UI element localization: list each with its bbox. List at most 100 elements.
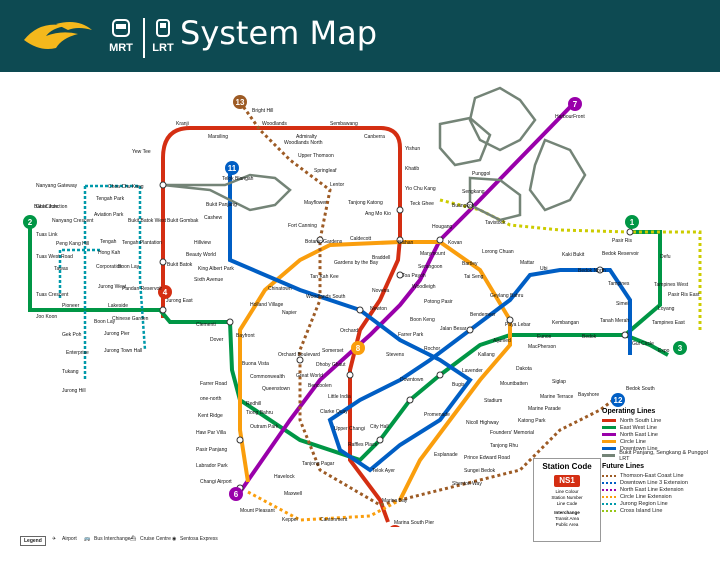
ns-line: [161, 126, 402, 523]
station-marinasouthpier: Marina South Pier: [394, 520, 434, 526]
station-rochor: Stevens: [386, 352, 405, 358]
legend-swatch: [602, 509, 616, 512]
legend-line-label: North South Line: [620, 417, 662, 424]
station-mountbatten: Dakota: [516, 366, 532, 372]
station-havelock: Great World: [296, 373, 323, 379]
station-tanahmerah: Tanah Merah: [600, 318, 629, 324]
station-bayshore: Siglap: [552, 379, 566, 385]
station-tengah: Aviation Park: [94, 212, 124, 218]
punggol-lrt-loop: [468, 86, 587, 212]
legend-swatch: [602, 481, 616, 484]
station-bendemeer: Jalan Besar: [440, 326, 467, 332]
airport-label: Airport: [62, 536, 77, 542]
station-jurongwest: Corporation: [96, 264, 122, 270]
station-aviation: Loyang: [658, 306, 675, 312]
station-tuascrescent: Gul Circle: [36, 204, 58, 210]
legend-future-3: Circle Line Extension: [602, 493, 714, 500]
station-pasirriseast: Defu: [660, 254, 671, 260]
lrt-label: LRT: [152, 42, 174, 54]
station-caldecott: Botanic Gardens: [305, 239, 343, 245]
station-cashew: Bukit Panjang: [206, 202, 237, 208]
station-sengkang: Punggol: [472, 171, 490, 177]
system-map: 2 1 3 4 5 6 8 11 12 13 7 Kranji Marsilin…: [23, 86, 702, 527]
station-maxwell: Havelock: [274, 474, 295, 480]
station-springleaf: Upper Thomson: [298, 153, 334, 159]
station-keppel: Mount Pleasant: [240, 508, 275, 514]
sentosa-label: Sentosa Express: [180, 536, 218, 542]
line-badge-4: 4: [163, 288, 168, 297]
station-expo: Gul Circle: [632, 341, 654, 347]
station-dakota: MacPherson: [528, 344, 556, 350]
code-interchange: Interchange: [554, 510, 580, 515]
bottom-legend: Legend ✈ Airport 🚌 Bus Interchange ⛴ Cru…: [0, 527, 720, 567]
station-gekpoh: Tawas: [54, 266, 69, 272]
station-bishan: Bishan: [398, 240, 414, 246]
station-bedoknorth: Kaki Bukit: [562, 252, 585, 258]
code-station-number: Station Number: [551, 495, 583, 500]
legend-swatch: [602, 495, 616, 498]
legend-future-4: Jurong Region Line: [602, 500, 714, 507]
station-rafflesplace: Raffles Place: [348, 442, 378, 448]
legend-line-5: Bukit Panjang, Sengkang & Punggol LRT: [602, 450, 714, 462]
station-farrerroad: Holland Village: [250, 302, 283, 308]
legend-future-title: Future Lines: [602, 463, 645, 470]
station-kovan: Hougang: [432, 224, 453, 230]
station-orchard: Orchard: [340, 328, 358, 334]
mrt-train-icon: [112, 19, 130, 37]
station-orchardboulevard: Napier: [282, 310, 297, 316]
station-macpherson: Tai Seng: [464, 274, 484, 280]
station-marymount: Caldecott: [350, 236, 372, 242]
station-marineterrace: Marine Parade: [528, 406, 561, 412]
station-jurongtownhall: Jurong Pier: [104, 331, 130, 337]
station-bedok: Bedok: [582, 334, 597, 340]
legend-future-label: Circle Line Extension: [620, 493, 672, 500]
station-woodleigh: Serangoon: [418, 264, 443, 270]
legend-future-0: Thomson-East Coast Line: [602, 472, 714, 479]
station-aljunied: Aljunied: [493, 338, 511, 344]
station-kingalbert: Beauty World: [186, 252, 216, 258]
line-badge-13: 13: [236, 98, 245, 107]
station-chuachukang: Choa Chu Kang: [108, 184, 144, 190]
smrt-logo-icon: [24, 22, 92, 49]
station-joonkoon: Joo Koon: [36, 314, 57, 320]
station-potongpasir: Woodleigh: [412, 284, 436, 290]
legend-swatch: [602, 440, 616, 443]
station-chinesegarden: Chinese Garden: [112, 316, 149, 322]
station-juronghill: Tukang: [62, 369, 79, 375]
station-taiseng: Bartley: [462, 261, 478, 267]
station-fortcanning: Bencoolen: [308, 383, 332, 389]
legend-swatch: [602, 419, 616, 422]
station-woodlands: Woodlands: [262, 121, 287, 127]
station-kallang: Kallang: [478, 352, 495, 358]
station-code-chip: NS1: [554, 475, 580, 487]
legend-future-label: Downtown Line 3 Extension: [620, 479, 688, 486]
te-line: [238, 101, 621, 507]
station-bukitbatokwest: Boon Lay: [118, 264, 140, 270]
station-lavender: Lavender: [462, 368, 483, 374]
line-badge-7: 7: [573, 100, 578, 109]
station-sembawang: Sembawang: [330, 121, 358, 127]
station-hougang: Buangkok: [452, 203, 475, 209]
station-corporation: Hong Kah: [98, 250, 120, 256]
legend-line-1: East West Line: [602, 424, 714, 431]
station-yiochukang: Yio Chu Kang: [405, 186, 436, 192]
station-chuachukangwest: Tengah Park: [96, 196, 125, 202]
station-woodlandssouth: Woodlands North: [284, 140, 323, 146]
station-somerset: Somerset: [322, 348, 344, 354]
station-holland: Bayfront: [236, 333, 255, 339]
station-lentor: Springleaf: [314, 168, 337, 174]
line-badge-3: 3: [678, 344, 683, 353]
station-gardensbythebay: Shenton Way: [452, 481, 482, 487]
legend-line-0: North South Line: [602, 417, 714, 424]
station-bedoksouth: Bayshore: [578, 392, 599, 398]
station-admiralty: Admiralty: [296, 134, 317, 140]
station-stevens: Tan Kah Kee: [310, 274, 339, 280]
station-promenade: Nicoll Highway: [466, 420, 499, 426]
station-tanjongkatong: Founders' Memorial: [490, 430, 534, 436]
station-toapayoh: Toa Payoh: [402, 273, 426, 279]
station-bencoolen: Downtown: [400, 377, 424, 383]
header-bar: MRT LRT System Map: [0, 0, 720, 72]
station-tuaswestroad: Tuas West Road: [36, 254, 73, 260]
legend-future-2: North East Line Extension: [602, 486, 714, 493]
station-chinatown: Clarke Quay: [320, 409, 348, 415]
